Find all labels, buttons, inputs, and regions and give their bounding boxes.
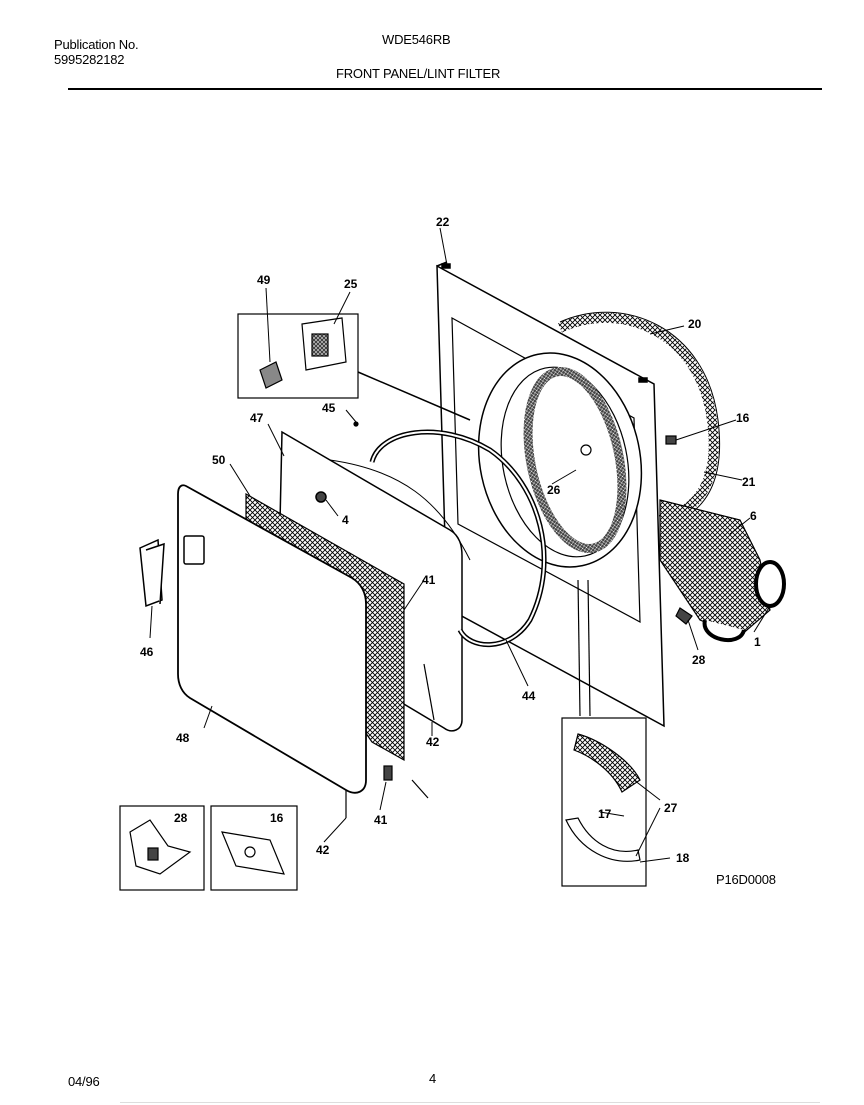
callout-4: 4 xyxy=(342,513,349,527)
callout-6: 6 xyxy=(750,509,757,523)
part-inset-16 xyxy=(210,805,298,891)
door-catch-inset xyxy=(237,313,471,421)
callout-28-inset: 28 xyxy=(174,811,188,825)
callout-16-main: 16 xyxy=(736,411,750,425)
callout-22: 22 xyxy=(436,215,450,229)
publication-label: Publication No. xyxy=(54,37,139,52)
callout-41-top: 41 xyxy=(422,573,436,587)
callout-16-inset: 16 xyxy=(270,811,284,825)
callout-18: 18 xyxy=(676,851,690,865)
callout-28-main: 28 xyxy=(692,653,706,667)
seal-detail-inset xyxy=(561,579,647,887)
callout-42-bottom: 42 xyxy=(316,843,330,857)
callout-45: 45 xyxy=(322,401,336,415)
model-number: WDE546RB xyxy=(382,32,451,47)
footer-date: 04/96 xyxy=(68,1074,100,1089)
bottom-rule xyxy=(120,1102,820,1103)
footer-page-number: 4 xyxy=(429,1071,437,1086)
part-inset-28 xyxy=(119,805,205,891)
callout-41-bottom: 41 xyxy=(374,813,388,827)
door-handle xyxy=(139,535,205,608)
callout-49: 49 xyxy=(257,273,271,287)
callout-17: 17 xyxy=(598,807,612,821)
callout-47: 47 xyxy=(250,411,264,425)
publication-number: 5995282182 xyxy=(54,52,125,67)
callout-21: 21 xyxy=(742,475,756,489)
callout-50: 50 xyxy=(212,453,226,467)
section-title: FRONT PANEL/LINT FILTER xyxy=(336,66,501,81)
callout-42-mid: 42 xyxy=(426,735,440,749)
callout-26: 26 xyxy=(547,483,561,497)
diagram-code: P16D0008 xyxy=(716,872,776,887)
callout-48: 48 xyxy=(176,731,190,745)
drum-seal xyxy=(557,312,719,525)
lint-duct xyxy=(659,499,786,642)
drum-opening xyxy=(477,352,643,568)
callout-25: 25 xyxy=(344,277,358,291)
header-rule xyxy=(68,88,822,90)
callout-20: 20 xyxy=(688,317,702,331)
leader-lines xyxy=(149,227,771,863)
callout-1: 1 xyxy=(754,635,761,649)
callout-46: 46 xyxy=(140,645,154,659)
callout-44: 44 xyxy=(522,689,536,703)
callout-27: 27 xyxy=(664,801,678,815)
